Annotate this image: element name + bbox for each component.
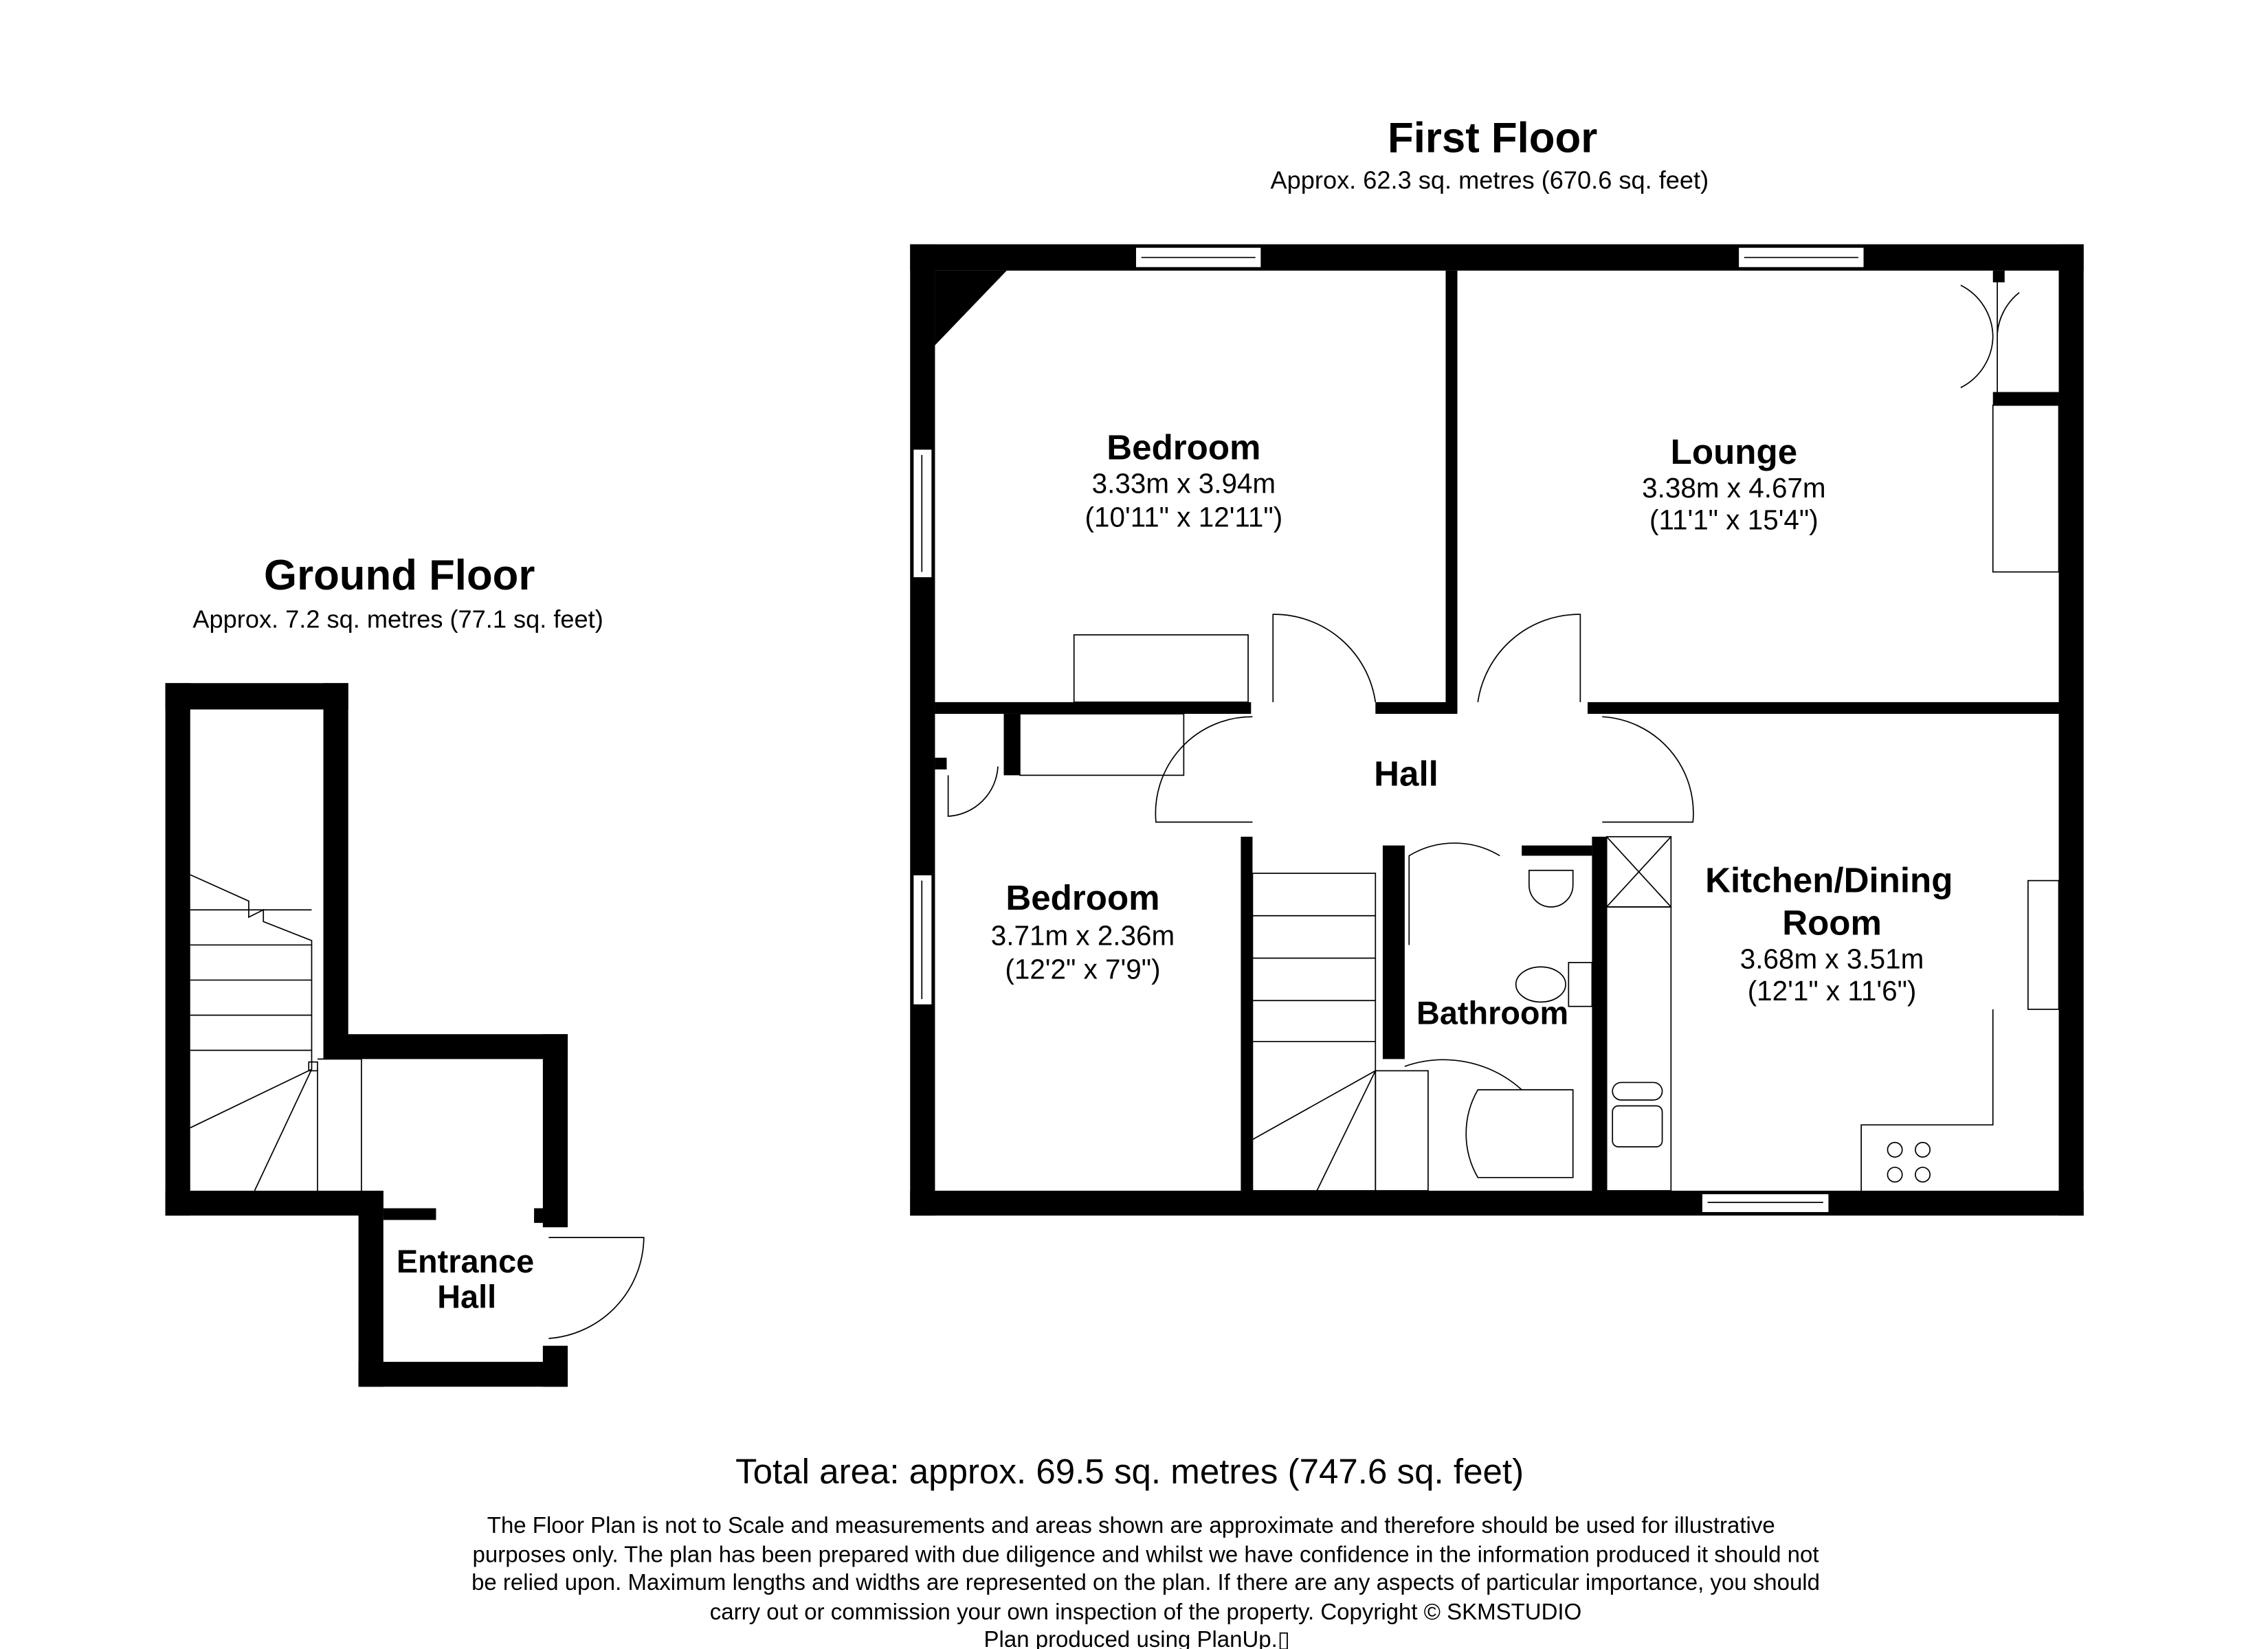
- wall: [2058, 244, 2084, 1216]
- disclaimer-line: carry out or commission your own inspect…: [710, 1599, 1581, 1624]
- ground-floor-title: Ground Floor: [264, 552, 535, 599]
- chamfer-wall: [935, 270, 1007, 346]
- bed-unit: [1073, 634, 1249, 703]
- wall: [1992, 392, 2059, 405]
- room-name: Bedroom: [1005, 878, 1159, 917]
- wall: [1522, 845, 1592, 856]
- toilet: [1515, 966, 1566, 1003]
- wall: [358, 1190, 383, 1387]
- wall: [323, 683, 348, 1059]
- room-name: Lounge: [1671, 432, 1797, 471]
- wall: [542, 1345, 568, 1387]
- door: [1155, 716, 1253, 823]
- wall: [165, 683, 348, 710]
- room-metric: 3.68m x 3.51m: [1740, 943, 1924, 974]
- room-hall: Hall: [1374, 754, 1438, 793]
- room-lounge: Lounge 3.38m x 4.67m (11'1" x 15'4"): [1642, 432, 1825, 536]
- room-entrance-hall: Hall: [437, 1279, 496, 1314]
- staircase: [190, 874, 362, 1191]
- window: [912, 874, 933, 1006]
- wall: [165, 1190, 383, 1216]
- room-metric: 3.33m x 3.94m: [1092, 467, 1276, 499]
- wall: [935, 757, 947, 770]
- first-floor-plan: Bedroom 3.33m x 3.94m (10'11" x 12'11") …: [910, 244, 2084, 1216]
- room-kitchen-dining: Kitchen/Dining Room 3.68m x 3.51m (12'1"…: [1705, 861, 1953, 1007]
- first-floor-title: First Floor: [1388, 114, 1597, 161]
- produced-by: Plan produced using PlanUp.▯: [984, 1626, 1290, 1649]
- room-imperial: (10'11" x 12'11"): [1085, 501, 1283, 532]
- window: [1701, 1193, 1830, 1213]
- door: [1602, 716, 1694, 823]
- wall: [910, 1190, 2084, 1216]
- room-name: Kitchen/Dining: [1705, 861, 1953, 900]
- door: [1272, 614, 1377, 703]
- wall: [383, 1208, 436, 1220]
- first-floor-area: Approx. 62.3 sq. metres (670.6 sq. feet): [1271, 166, 1709, 194]
- wall: [935, 702, 1252, 714]
- room-entrance-hall: Entrance: [397, 1244, 534, 1279]
- wall: [323, 1034, 568, 1059]
- disclaimer-line: The Floor Plan is not to Scale and measu…: [487, 1512, 1775, 1538]
- wall: [910, 244, 2084, 271]
- ground-floor-area: Approx. 7.2 sq. metres (77.1 sq. feet): [192, 605, 603, 633]
- wall: [165, 683, 190, 1216]
- cupboard-door: [1997, 273, 2020, 392]
- wall: [1992, 270, 2005, 282]
- room-imperial: (12'1" x 11'6"): [1748, 975, 1917, 1007]
- room-bathroom: Bathroom: [1416, 995, 1568, 1031]
- basin: [1528, 869, 1574, 908]
- wall: [1003, 713, 1020, 776]
- hob: [1887, 1141, 1931, 1183]
- wall: [1592, 836, 1607, 1191]
- wall: [1241, 836, 1253, 1191]
- disclaimer-line: be relied upon. Maximum lengths and widt…: [471, 1569, 1820, 1595]
- wardrobe: [1019, 713, 1185, 776]
- room-imperial: (12'2" x 7'9"): [1005, 953, 1160, 985]
- room-name: Bedroom: [1107, 428, 1260, 467]
- wall: [1375, 702, 1458, 714]
- ground-floor-plan: Entrance Hall: [165, 683, 645, 1387]
- room-bedroom-2: Bedroom 3.71m x 2.36m (12'2" x 7'9"): [991, 878, 1175, 985]
- front-door: [548, 1237, 645, 1339]
- wall: [910, 244, 935, 1216]
- room-metric: 3.71m x 2.36m: [991, 919, 1175, 951]
- staircase: [1252, 873, 1429, 1191]
- wall: [1445, 270, 1458, 713]
- wall: [1382, 845, 1405, 1059]
- door: [1408, 842, 1500, 945]
- disclaimer-line: purposes only. The plan has been prepare…: [473, 1542, 1819, 1567]
- corner-bath: [1465, 1089, 1574, 1178]
- room-imperial: (11'1" x 15'4"): [1649, 504, 1819, 536]
- wall: [358, 1362, 568, 1387]
- sink: [1612, 1081, 1663, 1101]
- window: [912, 448, 933, 579]
- door: [1477, 614, 1581, 703]
- wall: [542, 1034, 568, 1228]
- wall: [534, 1208, 549, 1223]
- room-metric: 3.38m x 4.67m: [1642, 472, 1825, 504]
- room-name: Room: [1782, 903, 1882, 942]
- worktop: [1605, 906, 1672, 1191]
- counter: [1860, 1009, 1994, 1191]
- room-bedroom-1: Bedroom 3.33m x 3.94m (10'11" x 12'11"): [1085, 428, 1283, 533]
- wall: [1588, 702, 2059, 714]
- total-area: Total area: approx. 69.5 sq. metres (747…: [735, 1452, 1524, 1491]
- door: [947, 766, 999, 817]
- chimney-breast: [1992, 404, 2060, 573]
